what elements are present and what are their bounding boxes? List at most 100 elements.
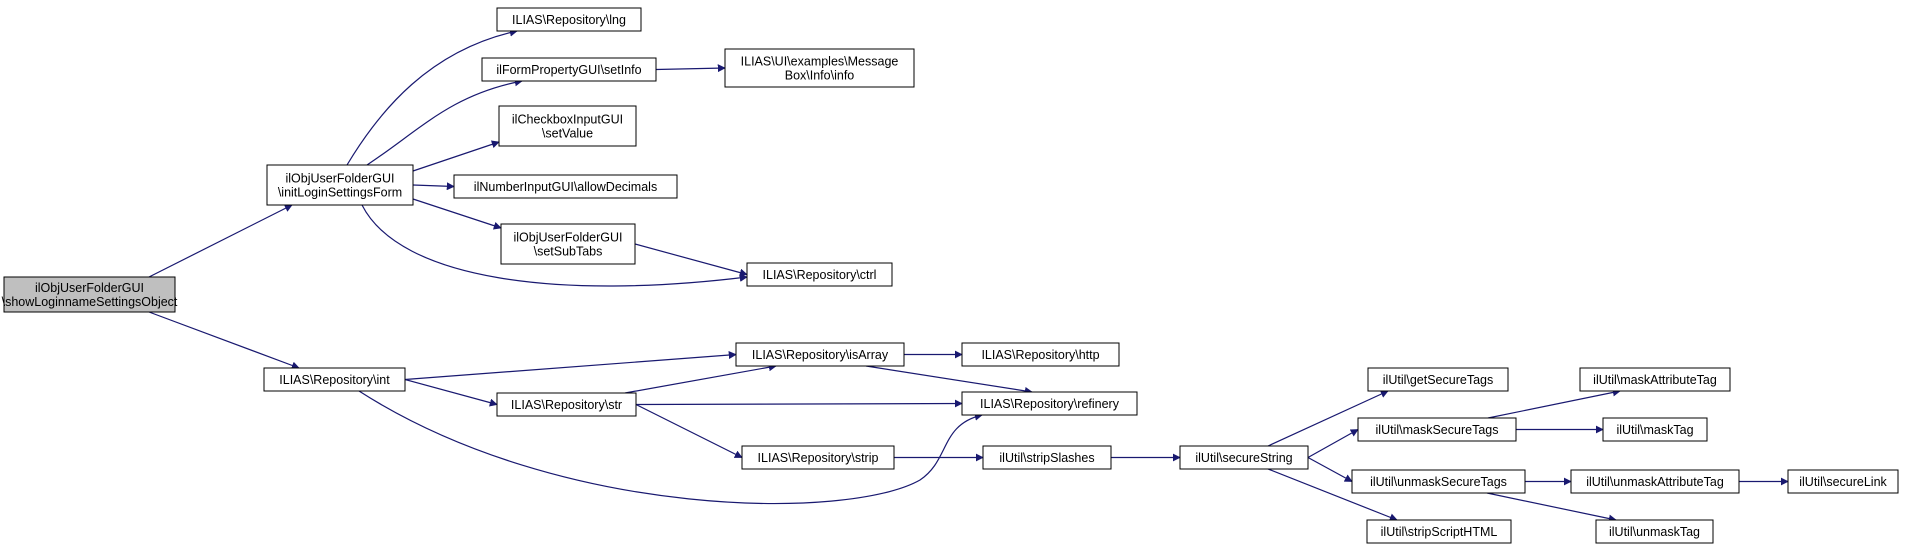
node-box[interactable] — [982, 445, 1112, 470]
node-box[interactable] — [453, 174, 678, 199]
node-unmaskAttributeTag[interactable]: ilUtil\unmaskAttributeTag — [1570, 469, 1740, 494]
node-label: ilUtil\maskTag — [1616, 423, 1693, 437]
node-label: ilObjUserFolderGUI — [285, 172, 394, 186]
edge-str-to-isArray — [624, 363, 777, 394]
node-maskAttributeTag[interactable]: ilUtil\maskAttributeTag — [1579, 367, 1731, 392]
node-secureString[interactable]: ilUtil\secureString — [1179, 445, 1309, 470]
edge-int-to-refinery — [358, 390, 983, 505]
node-label: ILIAS\UI\examples\Message — [741, 55, 899, 69]
node-str[interactable]: ILIAS\Repository\str — [496, 392, 637, 417]
edge-isArray-to-refinery — [865, 365, 1033, 395]
node-label: ilNumberInputGUI\allowDecimals — [474, 180, 657, 194]
node-label: ILIAS\Repository\isArray — [752, 348, 889, 362]
node-stripScriptHTML[interactable]: ilUtil\stripScriptHTML — [1366, 519, 1512, 544]
node-box[interactable] — [1366, 519, 1512, 544]
node-box[interactable] — [3, 276, 176, 313]
node-refinery[interactable]: ILIAS\Repository\refinery — [961, 391, 1138, 416]
edge-root-to-initLogin — [148, 204, 293, 278]
node-getSecureTags[interactable]: ilUtil\getSecureTags — [1367, 367, 1509, 392]
edge-initLogin-to-setInfo — [366, 78, 523, 166]
node-label: ILIAS\Repository\lng — [512, 13, 626, 27]
edge-root-to-int — [148, 311, 300, 370]
node-label: ilObjUserFolderGUI — [35, 281, 144, 295]
node-setInfo[interactable]: ilFormPropertyGUI\setInfo — [481, 57, 657, 82]
node-box[interactable] — [1787, 469, 1899, 494]
edge-int-to-isArray — [404, 351, 737, 381]
edge-str-to-refinery — [635, 399, 963, 408]
node-label: ilUtil\unmaskAttributeTag — [1586, 475, 1724, 489]
node-strip[interactable]: ILIAS\Repository\strip — [741, 445, 895, 470]
node-setSubTabs[interactable]: ilObjUserFolderGUI\setSubTabs — [500, 223, 636, 265]
node-label: ilUtil\stripScriptHTML — [1381, 525, 1498, 539]
edge-str-to-strip — [635, 403, 743, 459]
node-label: \showLoginnameSettingsObject — [2, 295, 178, 309]
node-box[interactable] — [496, 392, 637, 417]
edge-unmaskSecureTags-to-unmaskTag — [1486, 492, 1617, 523]
node-isArray[interactable]: ILIAS\Repository\isArray — [735, 342, 905, 367]
node-secureLink[interactable]: ilUtil\secureLink — [1787, 469, 1899, 494]
edge-int-to-str — [404, 378, 498, 407]
node-label: ilCheckboxInputGUI — [512, 113, 623, 127]
edges-layer — [148, 28, 1789, 523]
edge-secureString-to-maskSecureTags — [1307, 428, 1359, 459]
node-label: ILIAS\Repository\int — [279, 373, 390, 387]
node-box[interactable] — [1357, 417, 1517, 442]
node-label: ilUtil\secureLink — [1799, 475, 1887, 489]
node-label: ILIAS\Repository\ctrl — [763, 268, 877, 282]
edge-secureString-to-stripScriptHTML — [1267, 468, 1398, 522]
node-label: ilUtil\getSecureTags — [1383, 373, 1493, 387]
edge-setSubTabs-to-ctrl — [634, 243, 748, 277]
node-label: \setSubTabs — [534, 245, 603, 259]
node-root[interactable]: ilObjUserFolderGUI\showLoginnameSettings… — [2, 276, 178, 313]
node-box[interactable] — [961, 342, 1120, 367]
node-box[interactable] — [746, 262, 893, 287]
node-label: ILIAS\Repository\strip — [758, 451, 879, 465]
node-maskSecureTags[interactable]: ilUtil\maskSecureTags — [1357, 417, 1517, 442]
node-box[interactable] — [500, 223, 636, 265]
node-label: ilUtil\unmaskTag — [1609, 525, 1700, 539]
edge-maskSecureTags-to-maskAttributeTag — [1487, 388, 1621, 419]
node-label: ilUtil\secureString — [1195, 451, 1292, 465]
node-maskTag[interactable]: ilUtil\maskTag — [1602, 417, 1708, 442]
node-unmaskSecureTags[interactable]: ilUtil\unmaskSecureTags — [1351, 469, 1526, 494]
node-label: ilUtil\maskSecureTags — [1376, 423, 1499, 437]
node-http[interactable]: ILIAS\Repository\http — [961, 342, 1120, 367]
node-box[interactable] — [1351, 469, 1526, 494]
node-lng[interactable]: ILIAS\Repository\lng — [496, 7, 642, 32]
node-box[interactable] — [1602, 417, 1708, 442]
node-label: ilUtil\unmaskSecureTags — [1370, 475, 1507, 489]
node-box[interactable] — [1579, 367, 1731, 392]
edge-initLogin-to-setValue — [412, 140, 500, 172]
node-box[interactable] — [496, 7, 642, 32]
node-box[interactable] — [724, 48, 915, 88]
node-initLogin[interactable]: ilObjUserFolderGUI\initLoginSettingsForm — [266, 164, 414, 206]
node-box[interactable] — [1179, 445, 1309, 470]
node-label: Box\Info\info — [785, 69, 855, 83]
node-box[interactable] — [481, 57, 657, 82]
node-label: \initLoginSettingsForm — [278, 186, 402, 200]
node-box[interactable] — [263, 367, 406, 392]
node-box[interactable] — [735, 342, 905, 367]
edge-initLogin-to-ctrl — [361, 204, 748, 287]
node-label: ilFormPropertyGUI\setInfo — [496, 63, 641, 77]
node-box[interactable] — [1367, 367, 1509, 392]
edge-initLogin-to-setSubTabs — [412, 198, 502, 230]
node-setValue[interactable]: ilCheckboxInputGUI\setValue — [498, 105, 637, 147]
node-box[interactable] — [266, 164, 414, 206]
nodes-layer: ilObjUserFolderGUI\showLoginnameSettings… — [2, 7, 1899, 544]
node-unmaskTag[interactable]: ilUtil\unmaskTag — [1595, 519, 1714, 544]
edge-initLogin-to-allowDec — [412, 182, 455, 191]
node-label: ilUtil\stripSlashes — [999, 451, 1094, 465]
node-box[interactable] — [1570, 469, 1740, 494]
node-ctrl[interactable]: ILIAS\Repository\ctrl — [746, 262, 893, 287]
node-box[interactable] — [741, 445, 895, 470]
node-box[interactable] — [498, 105, 637, 147]
node-box[interactable] — [1595, 519, 1714, 544]
node-box[interactable] — [961, 391, 1138, 416]
node-int[interactable]: ILIAS\Repository\int — [263, 367, 406, 392]
node-label: \setValue — [542, 127, 593, 141]
node-label: ILIAS\Repository\str — [511, 398, 622, 412]
node-stripSlashes[interactable]: ilUtil\stripSlashes — [982, 445, 1112, 470]
node-allowDec[interactable]: ilNumberInputGUI\allowDecimals — [453, 174, 678, 199]
